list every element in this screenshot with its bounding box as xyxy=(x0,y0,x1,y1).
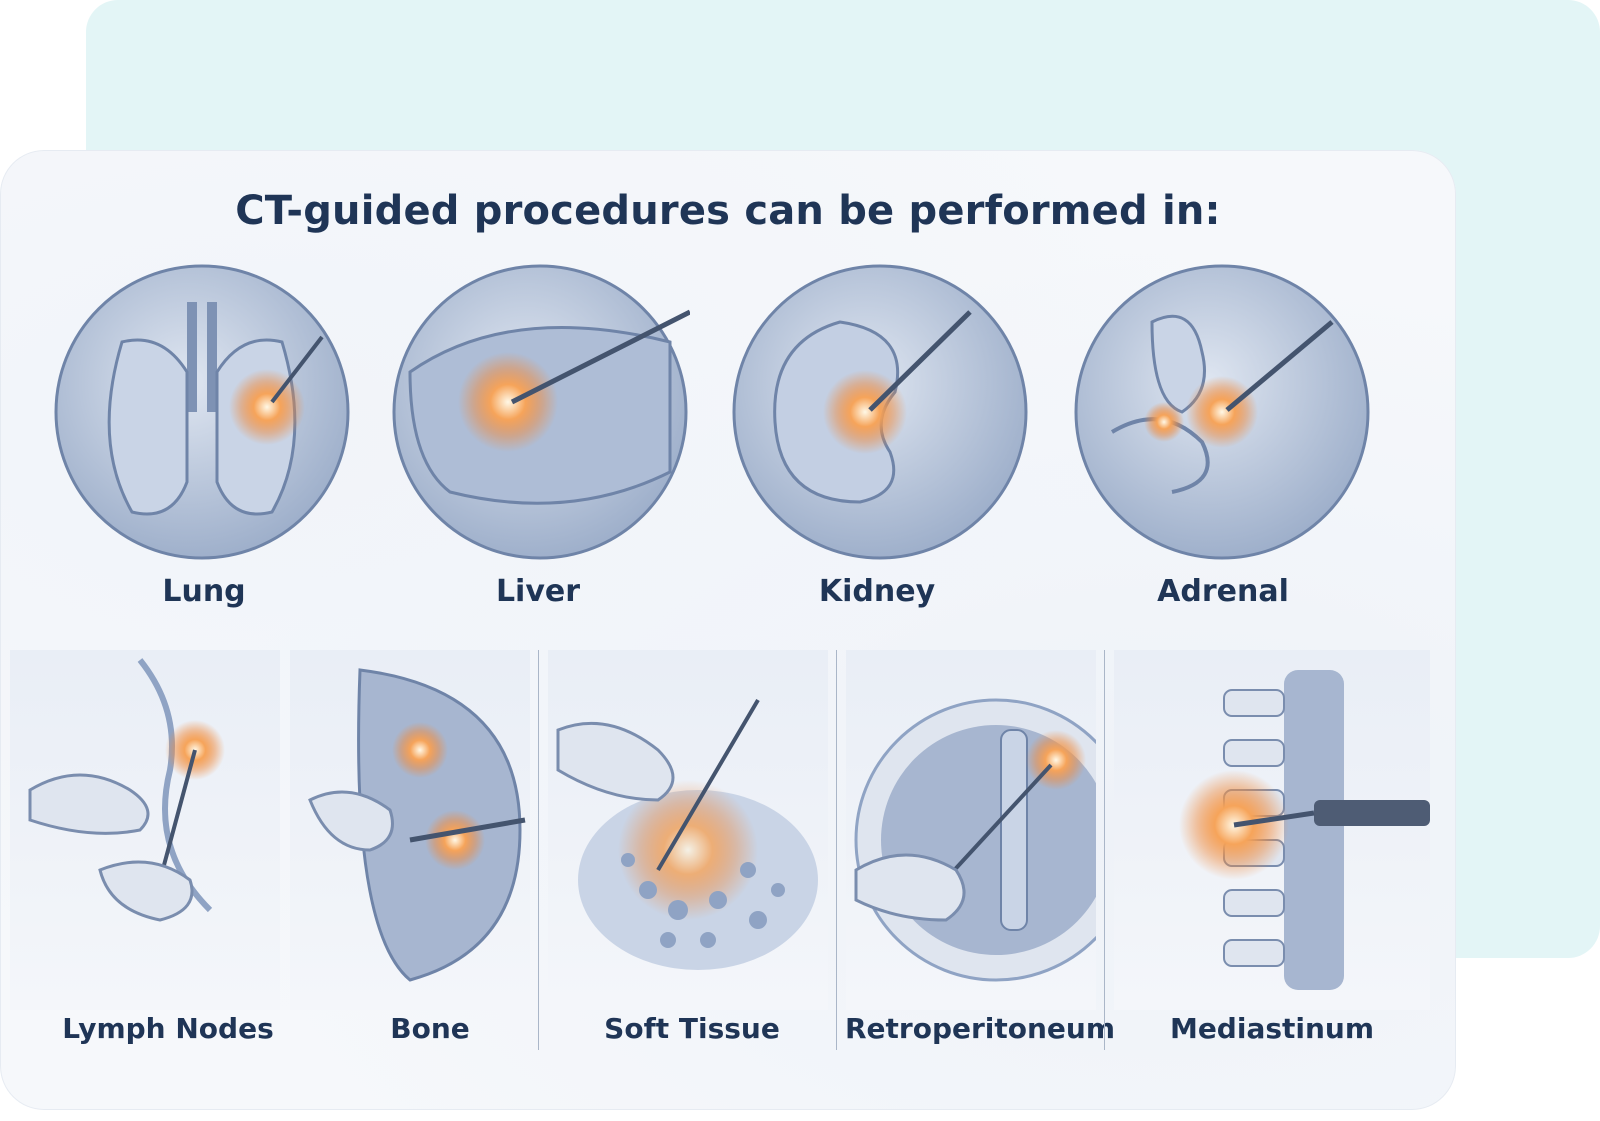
panel-divider xyxy=(1104,650,1105,1050)
lymph-nodes-icon xyxy=(10,650,280,1010)
soft-tissue-label: Soft Tissue xyxy=(604,1012,780,1045)
lung-icon xyxy=(54,264,350,560)
retroperitoneum-label: Retroperitoneum xyxy=(844,1012,1116,1045)
bone-icon xyxy=(290,650,530,1010)
liver-label: Liver xyxy=(495,574,581,609)
lung-label: Lung xyxy=(162,574,246,609)
kidney-icon xyxy=(732,264,1028,560)
page-title: CT-guided procedures can be performed in… xyxy=(235,188,1221,234)
bone-label: Bone xyxy=(390,1012,470,1045)
kidney-label: Kidney xyxy=(818,574,936,609)
lung-illustration xyxy=(52,262,352,562)
kidney-illustration xyxy=(730,262,1030,562)
lymph-nodes-label: Lymph Nodes xyxy=(62,1012,274,1045)
panel-divider xyxy=(538,650,539,1050)
mediastinum-label: Mediastinum xyxy=(1169,1012,1375,1045)
panel-divider xyxy=(836,650,837,1050)
adrenal-illustration xyxy=(1072,262,1372,562)
adrenal-label: Adrenal xyxy=(1157,574,1289,609)
adrenal-icon xyxy=(1074,264,1370,560)
soft-tissue-illustration xyxy=(548,650,828,1010)
retroperitoneum-icon xyxy=(846,650,1096,1010)
retroperitoneum-illustration xyxy=(846,650,1096,1010)
liver-illustration xyxy=(390,262,690,562)
liver-icon xyxy=(392,264,690,560)
mediastinum-illustration xyxy=(1114,650,1430,1010)
bone-illustration xyxy=(290,650,530,1010)
lymph-nodes-illustration xyxy=(10,650,280,1010)
mediastinum-icon xyxy=(1114,650,1430,1010)
procedures-card: CT-guided procedures can be performed in… xyxy=(0,150,1456,1110)
soft-tissue-icon xyxy=(548,650,828,1010)
